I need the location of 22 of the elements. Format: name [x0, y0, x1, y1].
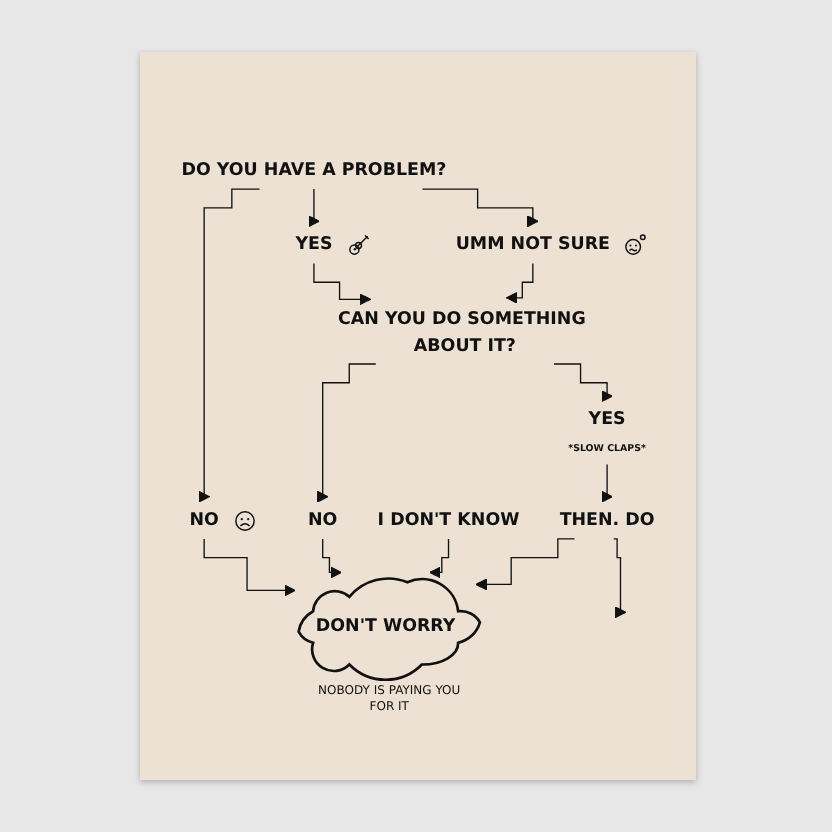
flow-text: THEN. DO — [559, 510, 655, 531]
arrow — [198, 188, 261, 503]
arrow — [316, 363, 377, 503]
arrow — [553, 363, 613, 403]
arrow — [505, 262, 534, 304]
arrow — [601, 463, 613, 503]
flow-text: I DON'T KNOW — [377, 510, 520, 531]
cloud-bubble: DON'T WORRY — [297, 577, 482, 681]
arrow — [308, 188, 320, 228]
arrow — [475, 538, 576, 591]
flow-text: UMM NOT SURE — [455, 234, 610, 255]
flow-text: NO — [189, 510, 219, 531]
arrow — [322, 538, 342, 579]
flow-text: CAN YOU DO SOMETHING ABOUT IT? — [338, 309, 586, 356]
arrow — [203, 538, 296, 597]
arrow — [613, 538, 627, 619]
flow-text: DO YOU HAVE A PROBLEM? — [181, 160, 447, 181]
flow-text: YES — [295, 234, 333, 255]
arrow — [429, 538, 450, 579]
arrow — [421, 188, 539, 228]
flow-text: NO — [308, 510, 338, 531]
arrow — [313, 262, 372, 306]
